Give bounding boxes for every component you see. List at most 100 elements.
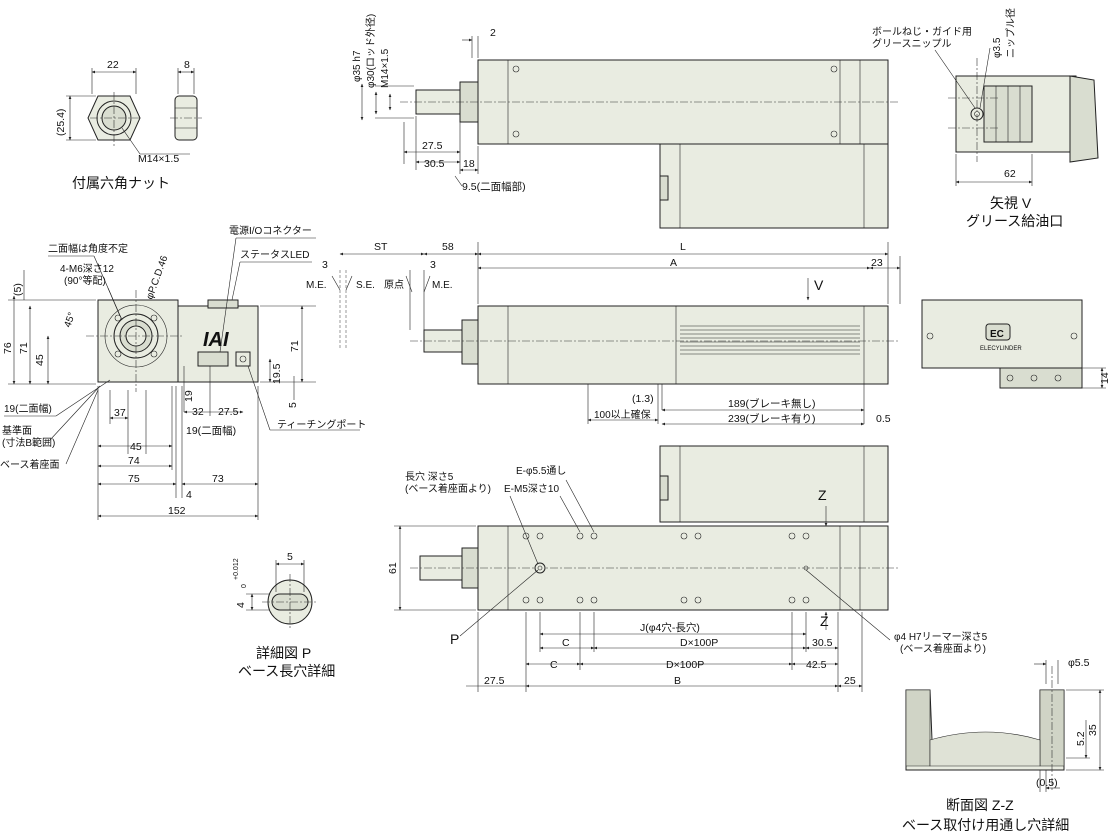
nut-corners-label: (25.4) xyxy=(55,109,67,136)
D2-label: D×100P xyxy=(666,659,704,671)
d27-5-label: 27.5 xyxy=(484,675,505,687)
base-seat-label: ベース着座面 xyxy=(0,458,60,471)
dim-5-label: (5) xyxy=(12,283,24,296)
top-view: ST 58 L A 23 3 3 M.E. S.E. 原点 M.E. V (1.… xyxy=(306,241,901,426)
motor-end-view: EC ELECYLINDER 14 xyxy=(921,299,1109,389)
tap-label-1: 4-M6深さ12 xyxy=(60,263,114,275)
origin-label: 原点 xyxy=(384,279,404,291)
pin-label-1: φ4 H7リーマー深さ5 xyxy=(894,631,988,643)
led-label: ステータスLED xyxy=(240,249,309,261)
nut-thread-label: M14×1.5 xyxy=(138,153,179,165)
connector-shape xyxy=(197,351,229,367)
bottom-view: 長穴 深さ5 (ベース着座面より) E-φ5.5通し E-M5深さ10 Z Z … xyxy=(387,445,988,692)
d14-label: 14 xyxy=(1099,372,1109,384)
view-v-caption-1: 矢視 V xyxy=(990,195,1032,211)
section-caption-1: 断面図 Z-Z xyxy=(946,797,1014,813)
rod-27-5-label: 27.5 xyxy=(422,140,443,152)
dim-37-label: 37 xyxy=(114,407,126,419)
pcd-label: φP.C.D.46 xyxy=(144,254,170,301)
dim-32-label: 32 xyxy=(192,406,204,418)
actuator-body-top xyxy=(477,305,889,385)
se-label: S.E. xyxy=(356,280,375,291)
dim-19-5-label: 19.5 xyxy=(271,363,283,384)
holes-label-1: E-φ5.5通し xyxy=(516,465,566,477)
dim-71b-label: 71 xyxy=(289,340,301,352)
zz-0-5-label: (0.5) xyxy=(1036,777,1058,789)
base-ref-label-2: (寸法B範囲) xyxy=(2,436,55,449)
rod-outer-label: φ30(ロッド外径) xyxy=(364,14,377,88)
d25-label: 25 xyxy=(844,675,856,687)
d3b-label: 3 xyxy=(430,259,436,271)
flats-19b-label: 19(二面幅) xyxy=(186,424,236,437)
flat-label: 二面幅は角度不定 xyxy=(48,242,128,255)
grease-label-1: ボールねじ・ガイド用 xyxy=(872,26,972,38)
z2-label: Z xyxy=(820,613,829,629)
pin-label-2: (ベース着座面より) xyxy=(900,642,986,655)
zz-dia-label: φ5.5 xyxy=(1068,657,1090,669)
angle-label: 45° xyxy=(62,311,78,329)
slot-label-2: (ベース着座面より) xyxy=(405,482,491,495)
dim-71a-label: 71 xyxy=(18,342,30,354)
dim-73-label: 73 xyxy=(212,473,224,485)
base-ref-label-1: 基準面 xyxy=(2,424,32,437)
nipple-dia-label: φ3.5 xyxy=(992,37,1003,58)
rod-30-5-label: 30.5 xyxy=(424,158,445,170)
nut-view: 22 8 (25.4) M14×1.5 付属六角ナット xyxy=(55,59,202,191)
grease-label-2: グリースニップル xyxy=(872,37,952,50)
flats-19-label: 19(二面幅) xyxy=(4,402,52,415)
dim-4-label: 4 xyxy=(186,489,192,501)
gap-label: 2 xyxy=(490,27,496,39)
C2-label: C xyxy=(550,659,558,671)
nipple-dia-label-2: ニップル径 xyxy=(1004,8,1017,58)
zz-5-2-label: 5.2 xyxy=(1075,731,1087,746)
teaching-label: ティーチングポート xyxy=(277,418,366,431)
view-v-caption-2: グリース給油口 xyxy=(966,213,1063,229)
dim-45h-label: 45 xyxy=(130,441,142,453)
tap-label-2: (90°等配) xyxy=(64,274,106,287)
motor-side-top xyxy=(659,143,889,229)
L-label: L xyxy=(680,241,686,253)
d42-5-label: 42.5 xyxy=(806,659,827,671)
D1-label: D×100P xyxy=(680,637,718,649)
side-view-top: φ35 h7 φ30(ロッド外径) M14×1.5 2 27.5 30.5 18… xyxy=(352,14,900,229)
detail-p-caption-1: 詳細図 P xyxy=(256,645,311,661)
detail-p-tol-up: +0.012 xyxy=(233,558,240,580)
p-label: P xyxy=(450,631,459,647)
d1-3-label: (1.3) xyxy=(632,393,654,405)
confirm-label: 100以上確保 xyxy=(594,408,651,421)
brake1-label: 189(ブレーキ無し) xyxy=(728,397,816,410)
detail-p-caption-2: ベース長穴詳細 xyxy=(238,663,335,679)
rod-dia-label: φ35 h7 xyxy=(352,50,363,82)
ec-mark: EC xyxy=(990,329,1004,340)
flats-label: 9.5(二面幅部) xyxy=(462,180,526,193)
d3a-label: 3 xyxy=(322,259,328,271)
dim-74-label: 74 xyxy=(128,455,140,467)
cooling-fins xyxy=(680,325,860,355)
detail-p: 5 4 +0.012 0 詳細図 P ベース長穴詳細 xyxy=(233,551,335,679)
d0-5-label: 0.5 xyxy=(876,413,891,425)
view-v: ボールねじ・ガイド用 グリースニップル φ3.5 ニップル径 62 矢視 V グ… xyxy=(872,8,1099,229)
detail-p-5-label: 5 xyxy=(287,551,293,563)
elecylinder-logo: ELECYLINDER xyxy=(980,346,1022,352)
brand-logo: IAI xyxy=(203,329,229,351)
d58-label: 58 xyxy=(442,241,454,253)
section-zz: φ5.5 35 5.2 (0.5) 断面図 Z-Z ベース取付け用通し穴詳細 xyxy=(902,657,1104,833)
me2-label: M.E. xyxy=(432,280,453,291)
dim-75-label: 75 xyxy=(128,473,140,485)
detail-p-4-label: 4 xyxy=(235,602,247,608)
nut-caption: 付属六角ナット xyxy=(72,175,170,191)
brake2-label: 239(ブレーキ有り) xyxy=(728,412,816,425)
teaching-port-shape xyxy=(235,351,251,367)
A-label: A xyxy=(670,257,677,269)
zz-35-label: 35 xyxy=(1087,724,1099,736)
section-caption-2: ベース取付け用通し穴詳細 xyxy=(902,817,1069,833)
B-label: B xyxy=(674,675,681,687)
d61-label: 61 xyxy=(387,562,399,574)
C1-label: C xyxy=(562,637,570,649)
end-view-motor xyxy=(177,305,259,383)
connector-label: 電源I/Oコネクター xyxy=(229,224,312,237)
slot-label-1: 長穴 深さ5 xyxy=(405,470,454,483)
d23-label: 23 xyxy=(871,257,883,269)
